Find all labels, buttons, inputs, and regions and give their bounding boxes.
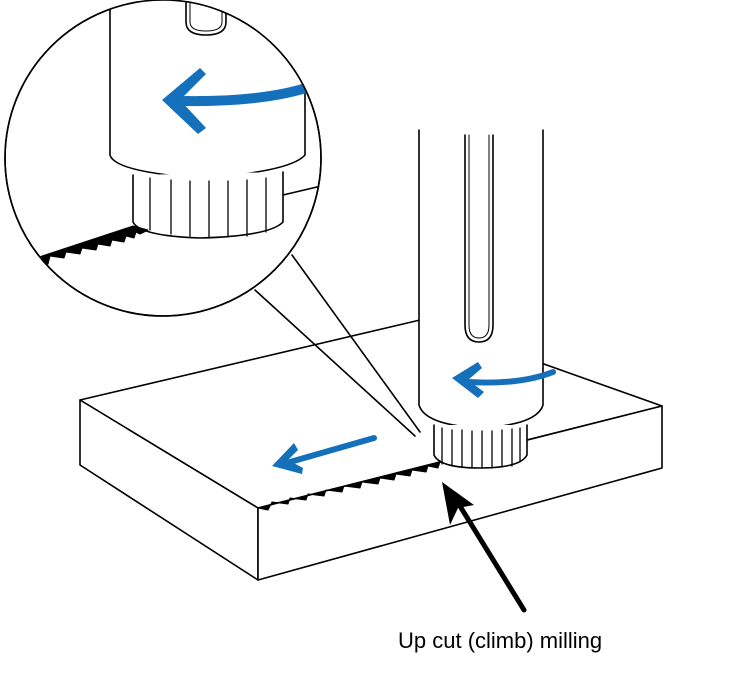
detail-flute-groove [185,0,227,36]
detail-rotation-arrow-icon [162,68,311,134]
workpiece-block [79,319,663,581]
cut-edge-serration [257,461,441,511]
end-mill-cutter-teeth [433,424,528,469]
detail-serrated-cut [35,225,149,265]
end-mill-flute-groove [464,134,494,343]
diagram-caption: Up cut (climb) milling [398,628,603,653]
pointer-arrow-icon [442,482,527,613]
detail-workpiece-edge [282,183,321,196]
rotation-arrow-icon [452,362,556,398]
detail-cutter-teeth [132,171,284,239]
detail-flute-lines [149,177,267,238]
magnifier-detail [35,0,321,265]
magnifier-line-right [291,254,421,433]
end-mill [418,129,544,469]
detail-end-mill-body [109,0,306,179]
cutter-flute-lines [441,427,521,469]
magnifier-line-left [254,289,416,437]
feed-direction-arrow-icon [272,435,377,474]
